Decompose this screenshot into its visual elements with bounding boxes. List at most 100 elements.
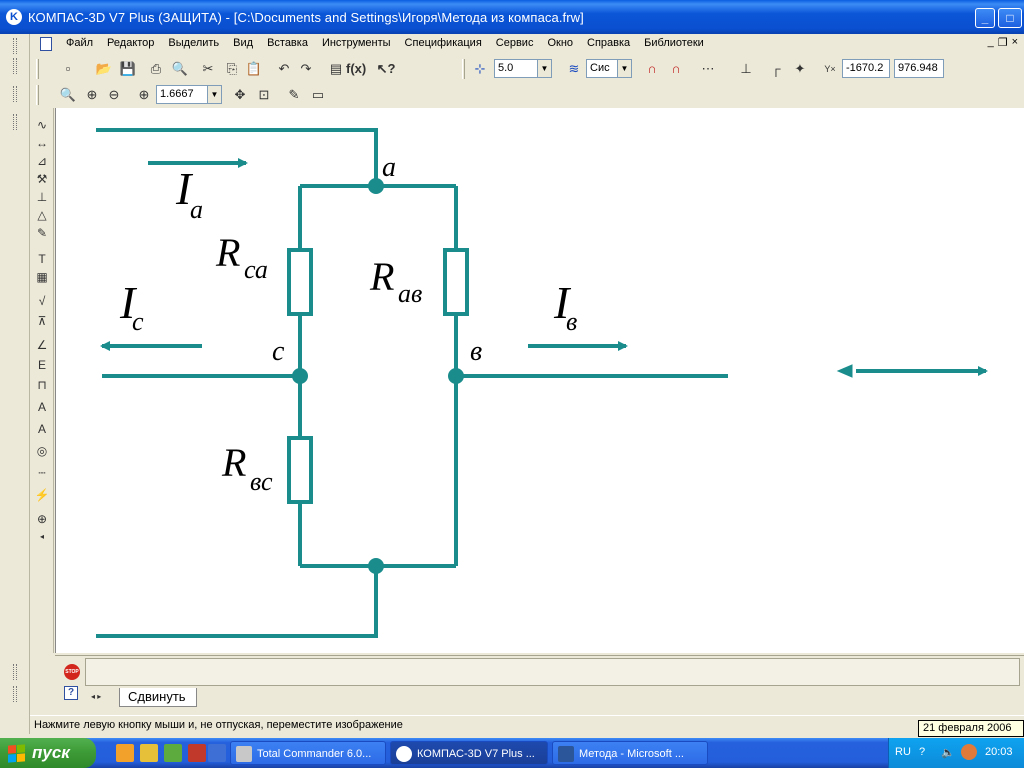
zoom-out-icon[interactable]: ⊖ — [108, 87, 120, 102]
menu-item[interactable]: Выделить — [168, 37, 220, 49]
document-icon[interactable] — [40, 37, 52, 51]
task-total-commander[interactable]: Total Commander 6.0... — [230, 741, 386, 765]
select-icon[interactable]: ✎ — [36, 226, 48, 240]
task-kompas[interactable]: КОМПАС-3D V7 Plus ... — [390, 741, 548, 765]
clock[interactable]: 20:03 — [985, 746, 1013, 758]
grip-handle[interactable] — [13, 58, 17, 74]
axis-line-icon[interactable]: ┄ — [38, 466, 46, 480]
paste-icon[interactable]: 📋 — [245, 61, 263, 76]
toolbar-grip[interactable] — [462, 59, 465, 79]
drawing-canvas[interactable]: а в с I а I с I в R са R ав R вс — [55, 108, 1024, 653]
doc-restore-button[interactable]: ❐ — [997, 37, 1008, 49]
maximize-button[interactable]: □ — [998, 8, 1022, 28]
menu-item[interactable]: Справка — [587, 37, 631, 49]
zoom-in-icon[interactable]: ⊕ — [86, 87, 98, 102]
magnet-icon[interactable]: ∩ — [647, 61, 657, 76]
text-icon[interactable]: T — [38, 252, 46, 266]
step-combo[interactable]: 5.0▼ — [494, 59, 552, 78]
wavy-line-icon[interactable]: ⚡ — [34, 488, 50, 502]
layers-icon[interactable]: ≋ — [568, 61, 580, 76]
tab-scroll-arrows[interactable]: ◂ ▸ — [91, 692, 102, 701]
snap-step-icon[interactable]: ⊹ — [474, 61, 486, 76]
tab-move[interactable]: Сдвинуть — [119, 688, 197, 707]
print-icon[interactable]: ⎙ — [150, 61, 162, 76]
point-snap-icon[interactable]: ✦ — [794, 61, 806, 76]
menu-item[interactable]: Окно — [547, 37, 574, 49]
save-icon[interactable]: 💾 — [119, 61, 137, 76]
menu-item[interactable]: Вид — [233, 37, 254, 49]
grip-handle[interactable] — [13, 86, 17, 102]
fragment-icon[interactable]: A — [37, 422, 46, 436]
tolerance-icon[interactable]: ◎ — [36, 444, 48, 458]
refresh-icon[interactable]: ✎ — [288, 87, 300, 102]
pan-icon[interactable]: ✥ — [234, 87, 246, 102]
measure-icon[interactable]: △ — [37, 208, 47, 222]
cut-icon[interactable]: ✂ — [202, 61, 214, 76]
round-icon[interactable]: ┌ — [771, 61, 781, 76]
grip-handle[interactable] — [13, 114, 17, 130]
zoom-combo[interactable]: 1.6667▼ — [156, 85, 222, 104]
symbols-icon[interactable]: ⊿ — [36, 154, 48, 168]
edit-icon[interactable]: ⚒ — [36, 172, 48, 186]
copy-icon[interactable]: ⎘ — [226, 61, 238, 76]
quicklaunch-icon[interactable] — [188, 744, 206, 762]
title-bar[interactable]: K КОМПАС-3D V7 Plus (ЗАЩИТА) - [C:\Docum… — [0, 0, 1024, 34]
menu-item[interactable]: Файл — [66, 37, 94, 49]
stop-icon[interactable]: STOP — [64, 664, 80, 680]
coord-y-field[interactable]: 976.948 — [894, 59, 944, 78]
new-file-icon[interactable]: ▫ — [65, 61, 71, 76]
parametrization-icon[interactable]: ⊥ — [36, 190, 48, 204]
speaker-icon[interactable]: 🔈 — [941, 747, 955, 759]
tray-expand-icon[interactable] — [961, 744, 977, 760]
quicklaunch-icon[interactable] — [116, 744, 134, 762]
menu-item[interactable]: Вставка — [267, 37, 308, 49]
more-tools-icon[interactable]: ◂ — [39, 532, 44, 541]
grip-handle[interactable] — [13, 38, 17, 54]
open-folder-icon[interactable]: 📂 — [95, 61, 113, 76]
leader-icon[interactable]: ∠ — [36, 338, 48, 352]
command-line[interactable] — [85, 658, 1020, 686]
redo-icon[interactable]: ↷ — [300, 61, 312, 76]
tray-help-icon[interactable]: ? — [919, 746, 926, 758]
context-help-icon[interactable]: ↖? — [376, 61, 396, 76]
minimize-button[interactable]: _ — [975, 8, 995, 28]
display-options-icon[interactable]: ▭ — [311, 87, 325, 102]
chevron-down-icon[interactable]: ▼ — [537, 60, 551, 77]
quicklaunch-icon[interactable] — [208, 744, 226, 762]
chevron-down-icon[interactable]: ▼ — [207, 86, 221, 103]
help-icon[interactable]: ? — [64, 686, 78, 700]
chevron-down-icon[interactable]: ▼ — [617, 60, 631, 77]
menu-item[interactable]: Библиотеки — [644, 37, 704, 49]
layer-combo[interactable]: Сис▼ — [586, 59, 632, 78]
table-icon[interactable]: ▦ — [36, 270, 48, 284]
print-preview-icon[interactable]: 🔍 — [171, 61, 189, 76]
center-mark-icon[interactable]: ⊕ — [36, 512, 48, 526]
grip-handle[interactable] — [13, 686, 17, 702]
toolbar-grip[interactable] — [36, 85, 39, 105]
ortho-icon[interactable]: ⊥ — [740, 61, 752, 76]
doc-minimize-button[interactable]: _ — [987, 36, 994, 48]
variables-icon[interactable]: ▤ — [329, 61, 343, 76]
menu-item[interactable]: Спецификация — [404, 37, 482, 49]
local-snap-icon[interactable]: ∩ — [671, 61, 681, 76]
quicklaunch-icon[interactable] — [140, 744, 158, 762]
menu-item[interactable]: Инструменты — [321, 37, 391, 49]
quicklaunch-icon[interactable] — [164, 744, 182, 762]
start-button[interactable]: пуск — [0, 738, 96, 768]
grid-icon[interactable]: ⋯ — [701, 61, 715, 76]
dimensions-icon[interactable]: ↔ — [36, 136, 48, 150]
coord-x-field[interactable]: -1670.2 — [842, 59, 890, 78]
menu-item[interactable]: Сервис — [495, 37, 534, 49]
view-arrow-icon[interactable]: A — [37, 400, 46, 414]
position-icon[interactable]: E — [37, 358, 46, 372]
language-indicator[interactable]: RU — [895, 746, 911, 758]
zoom-window-icon[interactable]: 🔍 — [59, 87, 77, 102]
grip-handle[interactable] — [13, 664, 17, 680]
cut-line-icon[interactable]: ⊓ — [37, 378, 47, 392]
function-icon[interactable]: f(x) — [346, 61, 367, 76]
geometry-icon[interactable]: ∿ — [36, 118, 48, 132]
menu-item[interactable]: Редактор — [107, 37, 155, 49]
undo-icon[interactable]: ↶ — [278, 61, 290, 76]
roughness-icon[interactable]: √ — [38, 294, 46, 308]
task-word[interactable]: Метода - Microsoft ... — [552, 741, 708, 765]
